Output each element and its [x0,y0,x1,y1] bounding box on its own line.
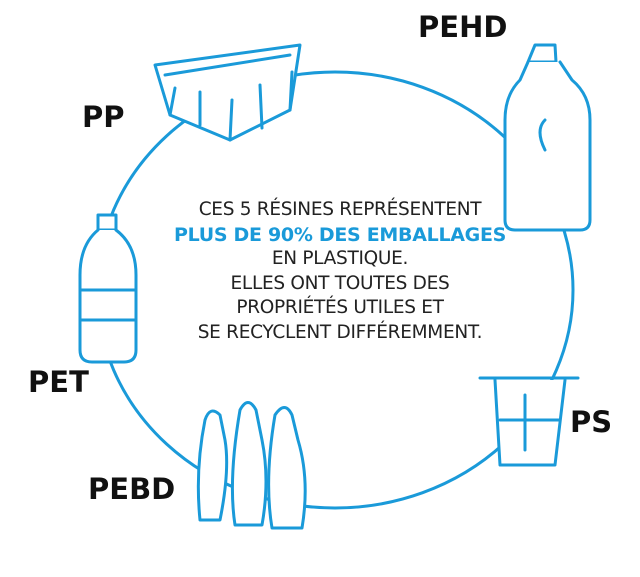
center-line-3: EN PLASTIQUE. [271,248,409,269]
water-bottle-icon [78,213,138,364]
center-line-6: SE RECYCLENT DIFFÉREMMENT. [197,321,483,343]
label-pehd: PEHD [418,10,508,44]
center-line-5: PROPRIÉTÉS UTILES ET [236,297,444,318]
label-pp: PP [82,100,125,134]
center-highlight: PLUS DE 90% DES EMBALLAGES [173,223,507,246]
label-pebd: PEBD [88,472,176,506]
plastic-bags-icon [196,401,307,530]
detergent-bottle-icon [503,43,592,232]
center-line-4: ELLES ONT TOUTES DES [230,272,450,294]
label-pet: PET [28,365,89,399]
cup-icon [478,376,580,467]
center-line-1: CES 5 RÉSINES REPRÉSENTENT [198,199,482,220]
tray-icon [153,43,302,142]
label-ps: PS [570,405,613,439]
center-text: CES 5 RÉSINES REPRÉSENTENT PLUS DE 90% D… [130,198,550,345]
